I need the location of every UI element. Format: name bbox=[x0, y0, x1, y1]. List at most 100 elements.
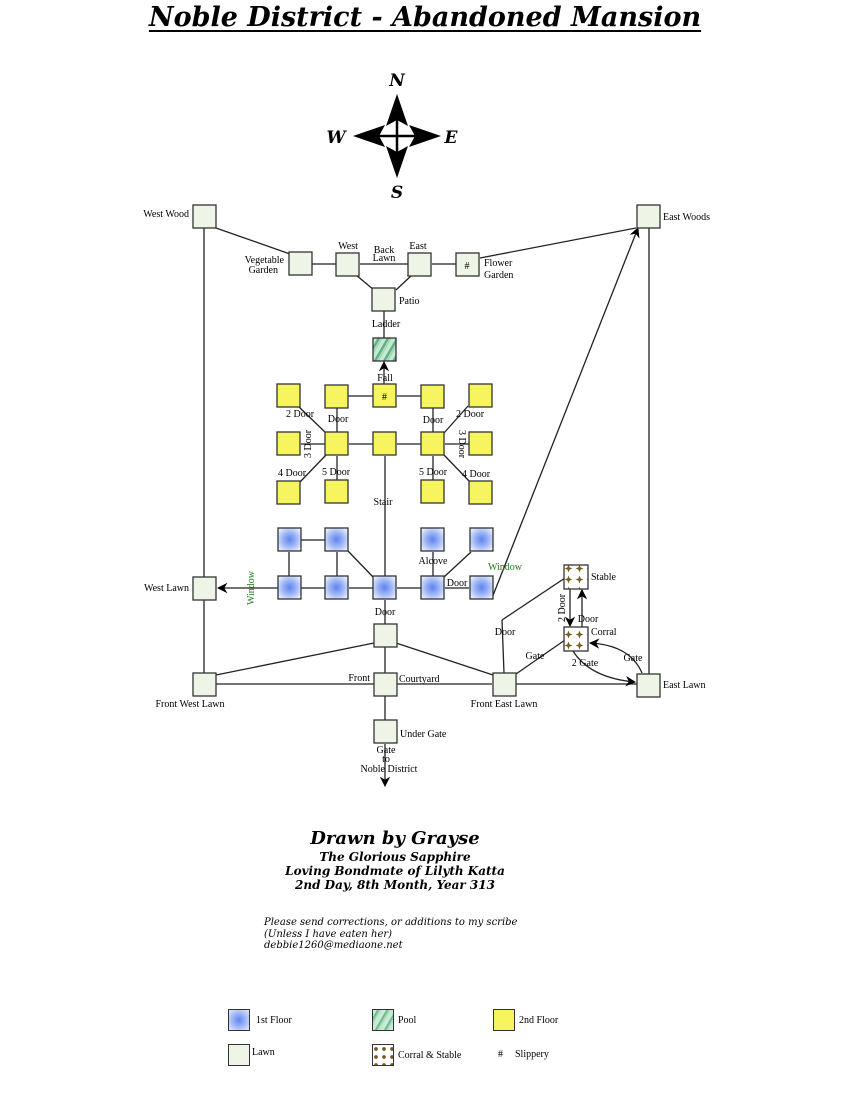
note-line2: (Unless I have eaten her) bbox=[264, 928, 393, 940]
compass-n-label: N bbox=[388, 71, 406, 91]
exit-ladder: Ladder bbox=[372, 319, 401, 330]
label-back-lawn-east: East bbox=[409, 241, 426, 252]
legend-label: Pool bbox=[398, 1014, 417, 1026]
room-back-lawn-west[interactable] bbox=[335, 252, 360, 277]
room-2f[interactable] bbox=[324, 479, 349, 504]
room-2f[interactable] bbox=[420, 384, 445, 409]
label-west-wood: West Wood bbox=[143, 209, 189, 220]
credits: Drawn by Grayse The Glorious Sapphire Lo… bbox=[230, 828, 560, 892]
room-front-west-lawn[interactable] bbox=[192, 672, 217, 697]
room-stable[interactable] bbox=[563, 564, 589, 590]
exit-4-door-west: 4 Door bbox=[278, 468, 307, 479]
compass-e-label: E bbox=[444, 128, 459, 148]
room-2f-slippery[interactable] bbox=[372, 383, 397, 408]
first-floor-rooms bbox=[277, 527, 494, 600]
room-1f[interactable] bbox=[277, 527, 302, 552]
exit-2-gate: 2 Gate bbox=[572, 658, 599, 669]
room-west-wood[interactable] bbox=[192, 204, 217, 229]
path-2f-l bbox=[443, 454, 471, 483]
arrow-eastlawn-corral bbox=[588, 638, 643, 674]
legend-label: 2nd Floor bbox=[519, 1014, 559, 1026]
pool-swatch-icon bbox=[372, 1009, 394, 1031]
room-2f[interactable] bbox=[468, 383, 493, 408]
exit-stair: Stair bbox=[374, 497, 394, 508]
label-corral: Corral bbox=[591, 627, 617, 638]
corral-swatch-icon bbox=[372, 1044, 394, 1066]
room-1f[interactable] bbox=[469, 527, 494, 552]
legend-first-floor: 1st Floor bbox=[228, 1009, 292, 1031]
legend-label: Slippery bbox=[515, 1049, 549, 1060]
label-east-lawn: East Lawn bbox=[663, 680, 706, 691]
label-back-lawn-1: Back bbox=[374, 245, 395, 256]
exit-window-east: Window bbox=[488, 562, 523, 573]
exit-gate-to-noble-1: Gate bbox=[377, 745, 396, 756]
room-2f[interactable] bbox=[420, 479, 445, 504]
room-pool[interactable] bbox=[372, 337, 397, 362]
room-2f[interactable] bbox=[468, 480, 493, 505]
room-vegetable-garden[interactable] bbox=[288, 251, 313, 276]
label-back-lawn-west: West bbox=[338, 241, 358, 252]
legend-label: 1st Floor bbox=[256, 1014, 292, 1026]
lawn-swatch-icon bbox=[228, 1044, 250, 1066]
label-vegetable-garden-1: Vegetable bbox=[245, 255, 285, 266]
second-floor-swatch-icon bbox=[493, 1009, 515, 1031]
path-door-stable bbox=[501, 577, 566, 621]
room-east-woods[interactable] bbox=[636, 204, 661, 229]
exit-window-west: Window bbox=[246, 570, 257, 605]
room-2f[interactable] bbox=[420, 431, 445, 456]
exit-gate-corral: Gate bbox=[526, 651, 545, 662]
map-title-text: Noble District - Abandoned Mansion bbox=[148, 2, 702, 33]
room-2f[interactable] bbox=[372, 431, 397, 456]
room-2f[interactable] bbox=[276, 383, 301, 408]
room-2f[interactable] bbox=[276, 431, 301, 456]
label-flower-garden-2: Garden bbox=[484, 270, 513, 281]
label-flower-garden-1: Flower bbox=[484, 258, 513, 269]
note-email[interactable]: debbie1260@mediaone.net bbox=[264, 940, 403, 951]
compass-north-arrow-icon bbox=[386, 94, 408, 126]
exit-door-stable: Door bbox=[495, 627, 516, 638]
room-1f[interactable] bbox=[469, 575, 494, 600]
room-2f[interactable] bbox=[324, 431, 349, 456]
path-fronteast-corral bbox=[515, 639, 566, 675]
exit-fall: Fall bbox=[377, 373, 393, 384]
compass-rose: N S W E bbox=[326, 71, 458, 203]
room-1f[interactable] bbox=[324, 527, 349, 552]
room-2f[interactable] bbox=[468, 431, 493, 456]
room-east-lawn[interactable] bbox=[636, 673, 661, 698]
exit-gate-eastlawn: Gate bbox=[624, 653, 643, 664]
exit-gate-to-noble-2: to bbox=[382, 754, 390, 765]
room-corral[interactable] bbox=[563, 626, 589, 652]
exit-3-door-east: 3 Door bbox=[456, 430, 467, 459]
path-fronteast-door bbox=[501, 619, 505, 674]
slippery-marker: # bbox=[382, 392, 387, 403]
label-front-west-lawn: Front West Lawn bbox=[155, 699, 224, 710]
exit-door-corral: Door bbox=[578, 614, 599, 625]
room-flower-garden[interactable] bbox=[455, 252, 480, 277]
path-2f-i bbox=[297, 405, 327, 434]
room-1f-alcove[interactable] bbox=[420, 527, 445, 552]
label-patio: Patio bbox=[399, 296, 420, 307]
arrow-window-eastwoods bbox=[491, 227, 640, 599]
room-west-lawn[interactable] bbox=[192, 576, 217, 601]
room-1f[interactable] bbox=[372, 575, 397, 600]
room-1f[interactable] bbox=[277, 575, 302, 600]
room-1f[interactable] bbox=[324, 575, 349, 600]
compass-west-arrow-icon bbox=[353, 125, 385, 147]
room-under-gate[interactable] bbox=[373, 719, 398, 744]
room-2f[interactable] bbox=[324, 384, 349, 409]
compass-w-label: W bbox=[326, 128, 347, 148]
label-east-woods: East Woods bbox=[663, 212, 710, 223]
room-front-courtyard[interactable] bbox=[373, 672, 398, 697]
legend-label: Lawn bbox=[252, 1046, 275, 1058]
slippery-symbol-icon: # bbox=[498, 1049, 503, 1060]
room-1f[interactable] bbox=[420, 575, 445, 600]
legend-corral-stable: Corral & Stable bbox=[372, 1044, 461, 1066]
second-floor-rooms bbox=[276, 383, 493, 505]
room-back-lawn-east[interactable] bbox=[407, 252, 432, 277]
room-courtyard-north[interactable] bbox=[373, 623, 398, 648]
label-vegetable-garden-2: Garden bbox=[249, 265, 278, 276]
room-patio[interactable] bbox=[371, 287, 396, 312]
room-front-east-lawn[interactable] bbox=[492, 672, 517, 697]
room-2f[interactable] bbox=[276, 480, 301, 505]
